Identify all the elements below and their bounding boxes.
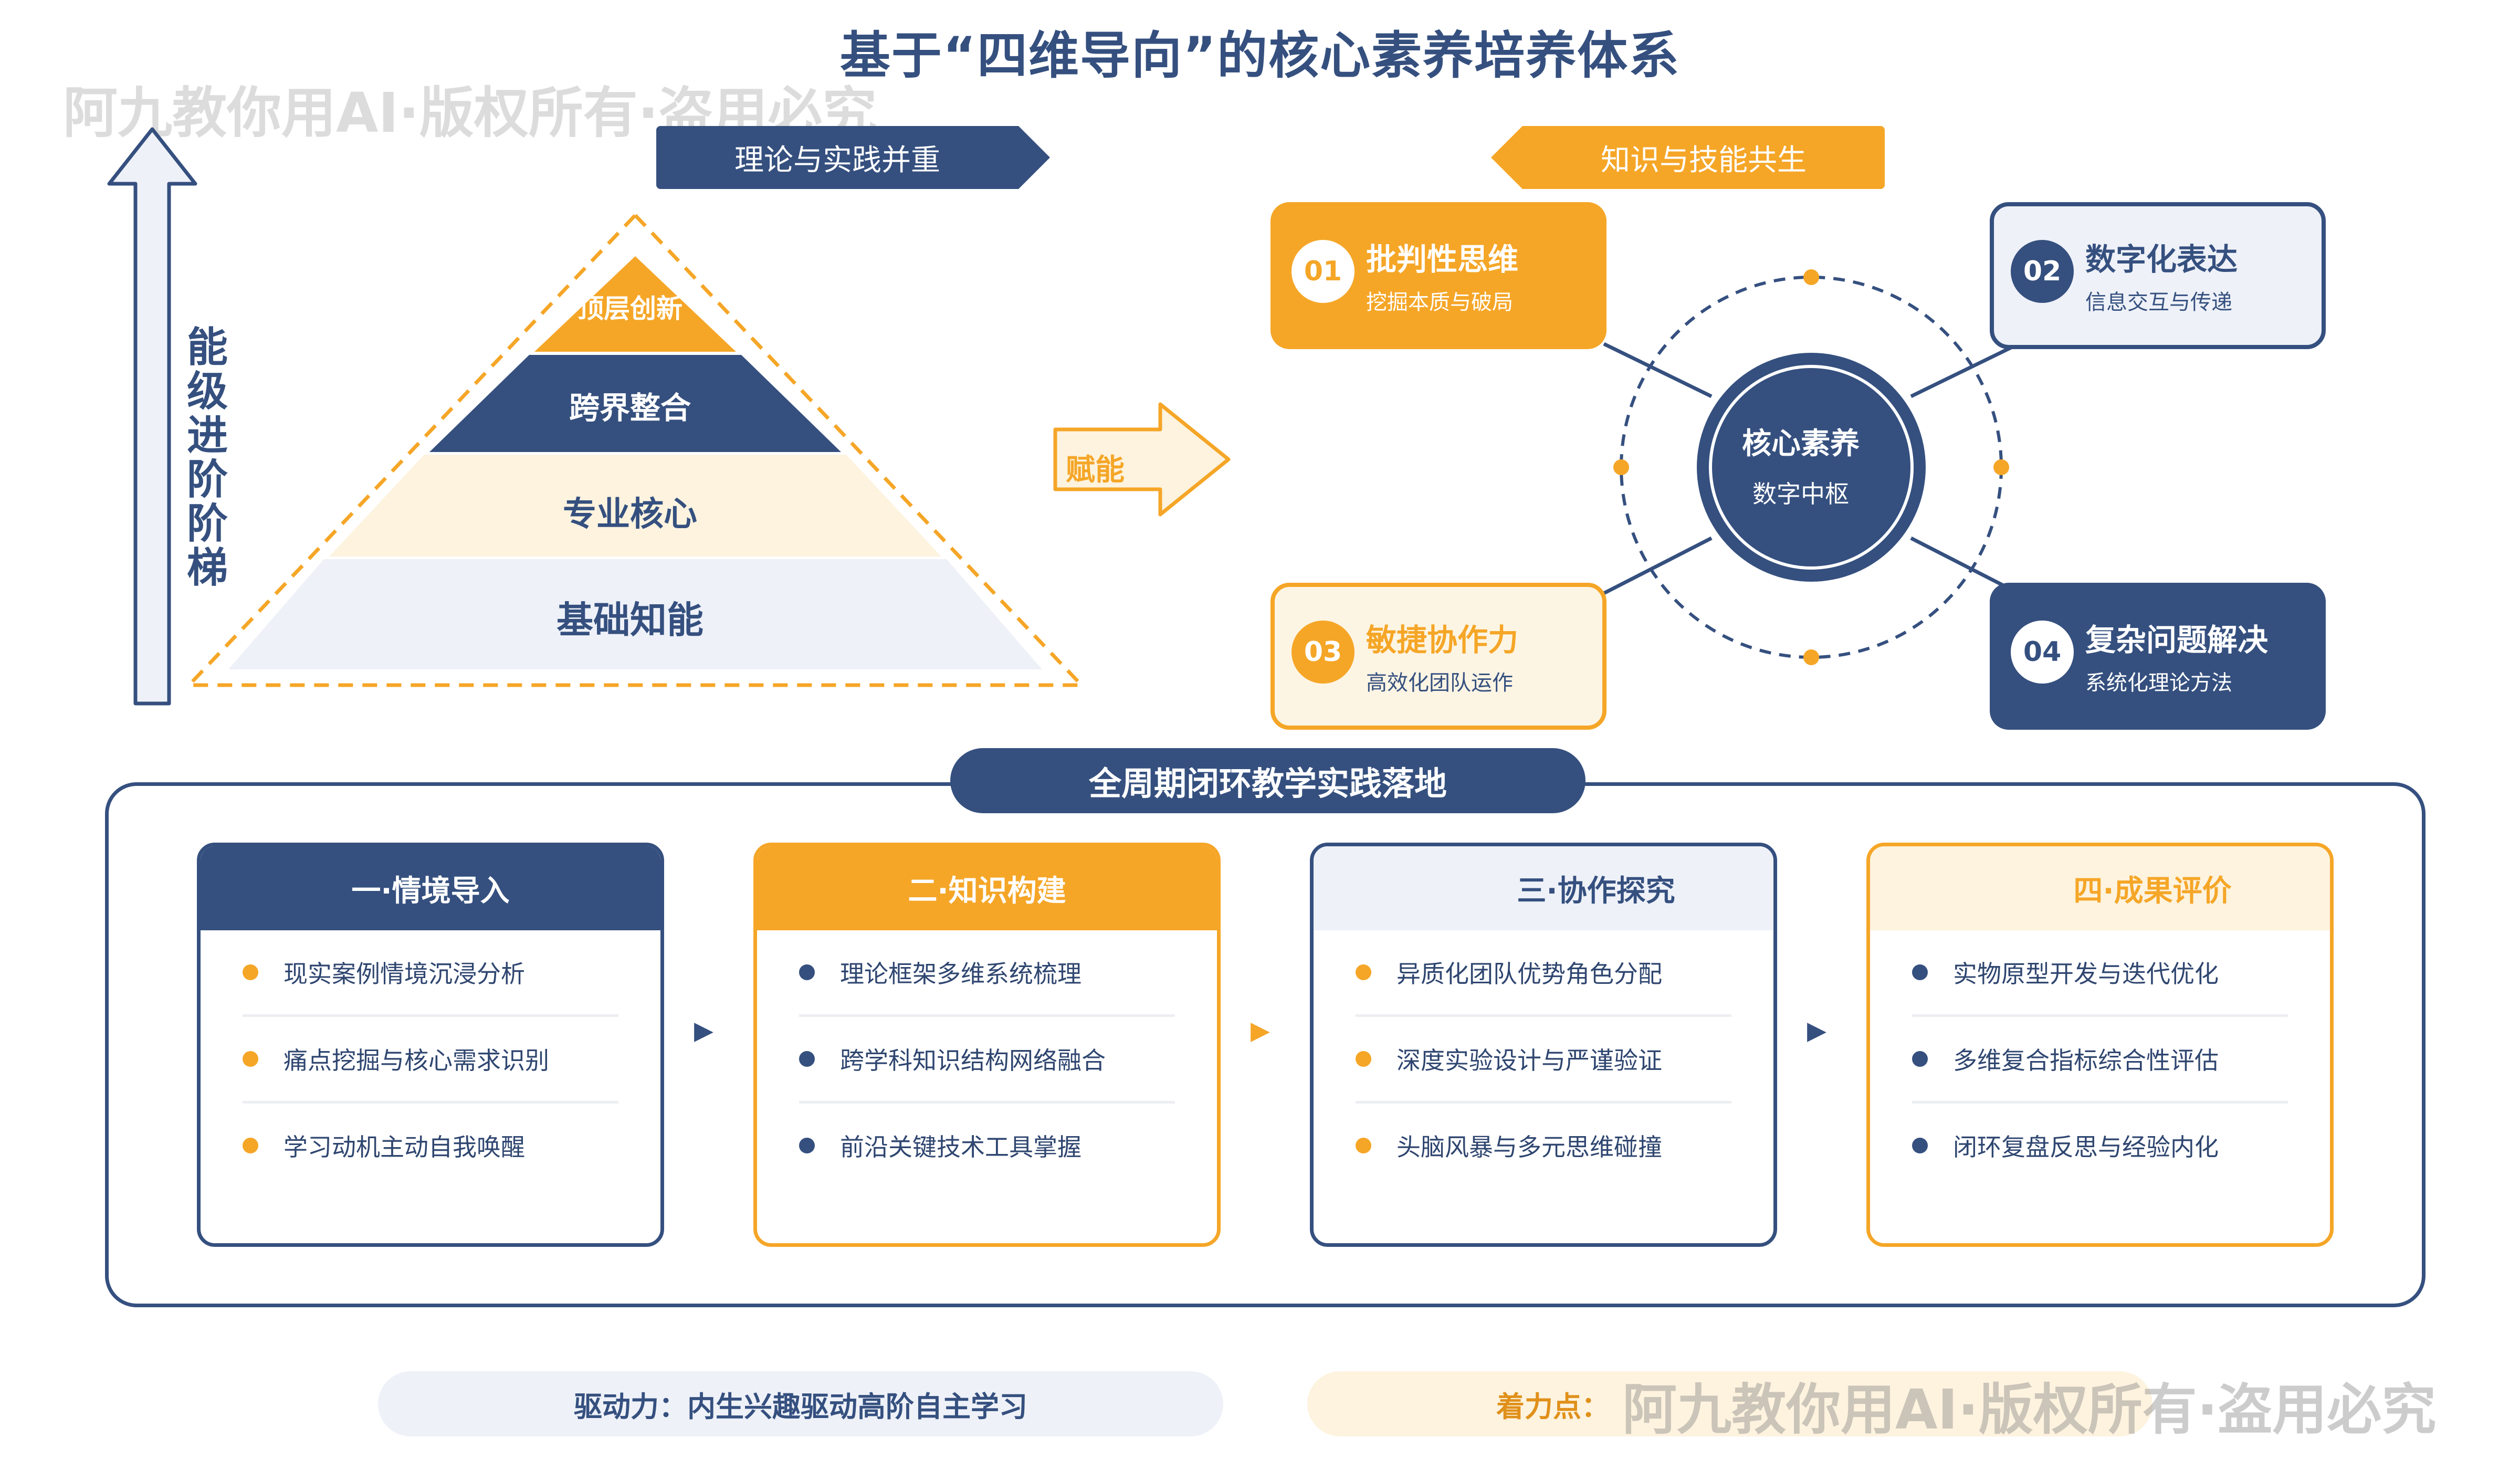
orbit-dot-left xyxy=(1613,459,1629,475)
bullet-dot-icon xyxy=(799,964,815,980)
ribbon-knowledge-skill: 知识与技能共生 xyxy=(1491,126,1885,189)
bullet-dot-icon xyxy=(1912,1138,1928,1153)
flow-arrow-icon: ▶ xyxy=(694,1016,713,1045)
pyramid-layer-integration xyxy=(429,355,841,452)
list-item: 头脑风暴与多元思维碰撞 xyxy=(1356,1104,1731,1188)
list-item: 痛点挖掘与核心需求识别 xyxy=(243,1017,618,1104)
core-hub-diagram xyxy=(1603,269,2020,665)
flow-arrow-icon: ▶ xyxy=(1807,1016,1826,1045)
pyramid-layer-foundation xyxy=(228,559,1042,669)
pyramid-label-core: 专业核心 xyxy=(563,495,697,534)
skill-card-critical-thinking: 01 批判性思维 挖掘本质与破局 xyxy=(1270,202,1606,349)
skill-number-badge: 02 xyxy=(2011,240,2074,303)
stage-title: 一·情境导入 xyxy=(201,846,660,930)
skill-title: 复杂问题解决 xyxy=(2085,622,2269,658)
stage-title: 三·协作探究 xyxy=(1314,846,1773,930)
orbit-dot-top xyxy=(1803,269,1819,285)
list-item: 深度实验设计与严谨验证 xyxy=(1356,1017,1731,1104)
focus-pill: 着力点： xyxy=(1307,1371,2152,1436)
ribbon-theory-practice: 理论与实践并重 xyxy=(656,126,1050,189)
connector-02 xyxy=(1910,342,2020,398)
list-item: 异质化团队优势角色分配 xyxy=(1356,930,1731,1017)
list-item: 闭环复盘反思与经验内化 xyxy=(1912,1104,2288,1188)
list-item: 实物原型开发与迭代优化 xyxy=(1912,930,2288,1017)
skill-subtitle: 挖掘本质与破局 xyxy=(1366,290,1513,314)
stage-card-inquiry: 三·协作探究 异质化团队优势角色分配 深度实验设计与严谨验证 头脑风暴与多元思维… xyxy=(1310,843,1777,1247)
bullet-dot-icon xyxy=(243,1138,258,1153)
list-item: 多维复合指标综合性评估 xyxy=(1912,1017,2288,1104)
bullet-dot-icon xyxy=(243,1051,258,1067)
stage-card-knowledge: 二·知识构建 理论框架多维系统梳理 跨学科知识结构网络融合 前沿关键技术工具掌握 xyxy=(753,843,1221,1247)
watermark-bottom: 阿九教你用AI·版权所有·盗用必究 xyxy=(1622,1378,2437,1442)
stage-card-evaluation: 四·成果评价 实物原型开发与迭代优化 多维复合指标综合性评估 闭环复盘反思与经验… xyxy=(1866,843,2334,1247)
skill-card-digital-expression: 02 数字化表达 信息交互与传递 xyxy=(1990,202,2326,349)
flow-arrow-icon: ▶ xyxy=(1251,1016,1270,1045)
bullet-dot-icon xyxy=(1356,1051,1371,1067)
list-item: 学习动机主动自我唤醒 xyxy=(243,1104,618,1188)
stage-title: 四·成果评价 xyxy=(1870,846,2330,930)
bullet-dot-icon xyxy=(1912,964,1928,980)
pyramid-label-integration: 跨界整合 xyxy=(569,390,691,426)
bullet-dot-icon xyxy=(1356,1138,1371,1153)
ladder-label: 能级进阶阶梯 xyxy=(186,324,228,592)
skill-title: 数字化表达 xyxy=(2085,242,2238,277)
bullet-dot-icon xyxy=(1356,964,1371,980)
driver-pill: 驱动力：内生兴趣驱动高阶自主学习 xyxy=(378,1371,1223,1436)
hub-title: 核心素养 xyxy=(1742,427,1860,461)
orbit-dot-right xyxy=(1993,459,2009,475)
hub-subtitle: 数字中枢 xyxy=(1752,480,1849,508)
bullet-dot-icon xyxy=(243,964,258,980)
skill-title: 批判性思维 xyxy=(1366,242,1519,277)
list-item: 理论框架多维系统梳理 xyxy=(799,930,1175,1017)
connector-01 xyxy=(1603,342,1713,398)
connector-03 xyxy=(1603,536,1713,595)
list-item: 跨学科知识结构网络融合 xyxy=(799,1017,1175,1104)
list-item: 现实案例情境沉浸分析 xyxy=(243,930,618,1017)
skill-number-badge: 04 xyxy=(2011,621,2074,684)
skill-number-badge: 03 xyxy=(1292,621,1354,684)
skill-card-agile-collaboration: 03 敏捷协作力 高效化团队运作 xyxy=(1270,583,1606,730)
ladder-arrow-icon xyxy=(107,127,197,706)
pyramid-layer-innovation xyxy=(534,256,736,352)
cycle-title: 全周期闭环教学实践落地 xyxy=(950,748,1586,813)
empower-label: 赋能 xyxy=(1066,453,1125,487)
skill-subtitle: 信息交互与传递 xyxy=(2085,290,2232,314)
bullet-dot-icon xyxy=(1912,1051,1928,1067)
empower-arrow-icon xyxy=(1053,402,1231,517)
pyramid-diagram xyxy=(184,212,1086,687)
stage-title: 二·知识构建 xyxy=(757,846,1217,930)
skill-title: 敏捷协作力 xyxy=(1366,622,1519,658)
pyramid-layer-core xyxy=(329,455,941,556)
list-item: 前沿关键技术工具掌握 xyxy=(799,1104,1175,1188)
hub-circle xyxy=(1697,353,1926,582)
bullet-dot-icon xyxy=(799,1138,815,1153)
orbit-dot-bottom xyxy=(1803,649,1819,665)
skill-card-complex-problem-solving: 04 复杂问题解决 系统化理论方法 xyxy=(1990,583,2326,730)
skill-number-badge: 01 xyxy=(1292,240,1354,303)
skill-subtitle: 系统化理论方法 xyxy=(2085,671,2232,695)
pyramid-label-foundation: 基础知能 xyxy=(556,598,704,642)
pyramid-outline xyxy=(184,212,1086,687)
stage-card-situation: 一·情境导入 现实案例情境沉浸分析 痛点挖掘与核心需求识别 学习动机主动自我唤醒 xyxy=(197,843,664,1247)
pyramid-label-innovation: 顶层创新 xyxy=(578,293,682,324)
skill-subtitle: 高效化团队运作 xyxy=(1366,671,1513,695)
page-title: 基于“四维导向”的核心素养培养体系 xyxy=(839,26,1681,85)
bullet-dot-icon xyxy=(799,1051,815,1067)
